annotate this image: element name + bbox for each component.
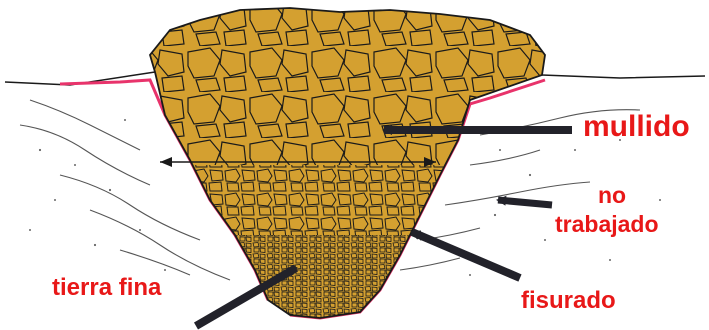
medium-clods	[140, 165, 560, 235]
label-fisurado: fisurado	[521, 289, 616, 313]
label-tierra-fina: tierra fina	[52, 276, 161, 300]
coarse-clods	[140, 0, 560, 165]
arrow-fisurado	[412, 232, 520, 278]
label-mullido: mullido	[583, 112, 690, 142]
label-no: no	[598, 184, 626, 207]
arrow-no-trabajado	[498, 200, 552, 205]
fine-soil	[140, 235, 560, 330]
ground-surface-right	[542, 75, 705, 78]
depth-line-left-tip	[160, 157, 172, 167]
label-trabajado: trabajado	[555, 213, 659, 236]
